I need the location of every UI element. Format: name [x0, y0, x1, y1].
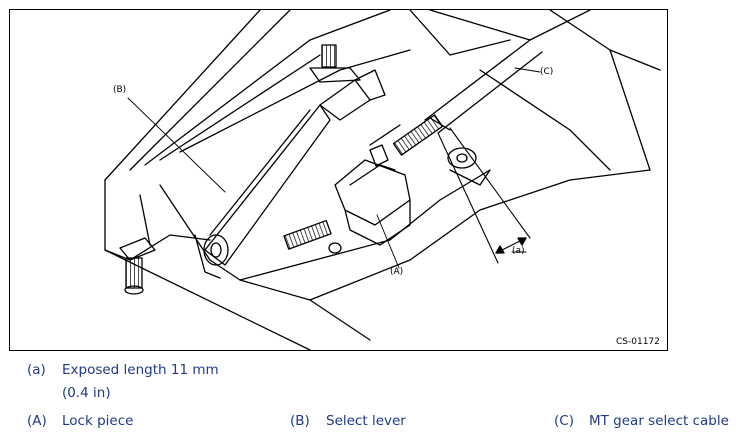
legend-lock-piece-text: Lock piece [62, 413, 134, 429]
legend-select-lever-key: (B) [290, 413, 310, 429]
label-a-lock-piece: (A) [390, 267, 404, 277]
label-b: (B) [113, 85, 127, 95]
label-a-dimension: (a) [512, 246, 525, 256]
legend-lock-piece-key: (A) [27, 413, 47, 429]
legend-select-lever-text: Select lever [326, 413, 406, 429]
legend-a-text: Exposed length 11 mm [62, 362, 219, 378]
technical-illustration: (B) (C) (a) (A) CS-01172 [9, 9, 668, 351]
figure-code: CS-01172 [616, 337, 660, 347]
legend-select-cable-key: (C) [554, 413, 574, 429]
legend-a-text-imperial: (0.4 in) [62, 385, 111, 401]
legend-a-key: (a) [27, 362, 46, 378]
legend-select-cable-text: MT gear select cable [589, 413, 729, 429]
select-cable-drawing [104, 10, 661, 350]
label-c: (C) [540, 67, 554, 77]
